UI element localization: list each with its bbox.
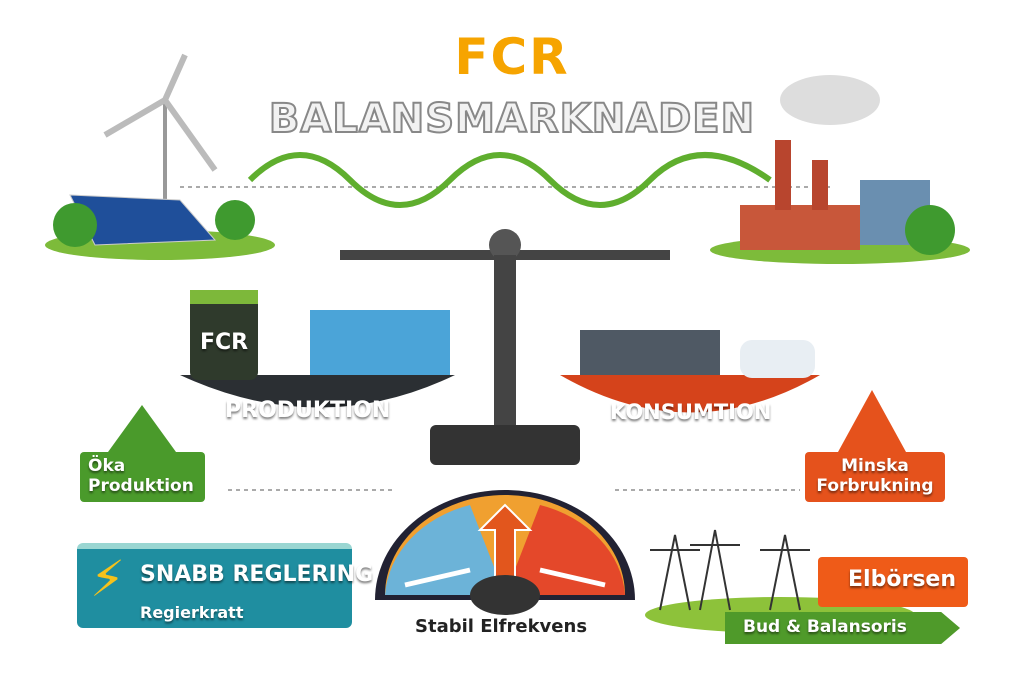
lightning-icon: ⚡ [90,550,126,608]
up-arrow-icon [838,390,906,452]
renewables-illustration [45,53,275,260]
production-pan-label: PRODUKTION [225,398,391,423]
frequency-gauge [375,490,635,615]
regulation-banner [77,543,352,628]
decrease-line2: Forbrukning [816,476,934,496]
regulation-title: SNABB REGLERING [140,562,374,587]
decrease-line1: Minska [841,456,909,476]
gauge-label: Stabil Elfrekvens [415,616,588,637]
consumption-pan-label: KONSUMTION [610,400,772,424]
subtitle: BALANSMARKNADEN [268,95,756,143]
decrease-consumption-box: Minska Forbrukning [805,452,945,502]
battery-label: FCR [200,330,249,355]
factory-illustration [710,75,970,264]
frequency-wave [247,152,772,208]
regulation-subtitle: Regierkratt [140,603,244,622]
title: FCR [454,28,570,86]
increase-line2: Produktion [88,476,194,496]
market-subtitle: Bud & Balansoris [725,612,960,644]
balance-scale [180,229,820,465]
market-title: Elbörsen [818,557,968,607]
increase-production-box: Öka Produktion [80,452,205,502]
up-arrow-icon [108,405,176,452]
increase-line1: Öka [88,456,126,476]
